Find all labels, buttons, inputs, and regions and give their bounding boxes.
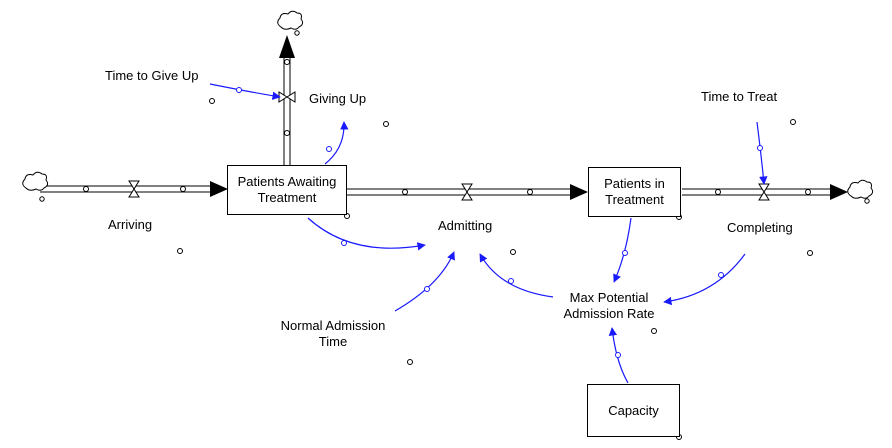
flow-label-giving-up[interactable]: Giving Up: [309, 91, 367, 106]
variable-max-potential-admission-rate[interactable]: Max Potential Admission Rate: [563, 290, 655, 321]
cloud-icon: [277, 10, 304, 36]
flow-pipe-admitting: [346, 184, 588, 200]
link-handles: [236, 87, 763, 358]
variable-time-to-treat[interactable]: Time to Treat: [701, 89, 778, 104]
variable-time-to-give-up[interactable]: Time to Give Up: [105, 68, 199, 83]
cloud-icon: [847, 179, 874, 204]
stock-patients-in-treatment[interactable]: Patients in Treatment: [588, 167, 681, 217]
link-time-to-treat-to-completing: [756, 121, 768, 185]
stock-label: Capacity: [608, 402, 659, 418]
link-max-rate-to-admitting: [479, 253, 554, 298]
link-capacity-to-max-rate: [608, 327, 629, 384]
link-patients-awaiting-to-admitting: [307, 217, 426, 251]
link-patients-awaiting-to-giving-up: [324, 121, 349, 165]
pipe-handles: [83, 59, 811, 195]
variable-normal-admission-time[interactable]: Normal Admission Time: [280, 318, 386, 349]
link-patients-in-treatment-to-max-rate: [613, 217, 632, 283]
valve-icon: [758, 183, 770, 201]
valve-icon: [461, 183, 473, 201]
flow-pipe-giving-up: [279, 35, 295, 165]
stock-label: Patients Awaiting Treatment: [237, 174, 337, 205]
flow-label-completing[interactable]: Completing: [727, 220, 793, 235]
valve-icon: [278, 91, 296, 103]
valve-icon: [128, 180, 140, 198]
stock-label: Patients in Treatment: [604, 176, 665, 207]
flow-label-admitting[interactable]: Admitting: [438, 218, 493, 233]
stock-capacity[interactable]: Capacity: [587, 384, 680, 437]
label-handles: [177, 98, 813, 440]
flow-pipe-completing: [682, 184, 848, 200]
flow-label-arriving[interactable]: Arriving: [108, 217, 153, 232]
flow-pipe-arriving: [40, 181, 228, 197]
link-time-to-give-up-to-giving-up: [209, 83, 281, 100]
stock-patients-awaiting-treatment[interactable]: Patients Awaiting Treatment: [227, 165, 347, 215]
link-normal-admission-time-to-admitting: [394, 251, 455, 312]
link-completing-to-max-rate: [663, 253, 746, 306]
cloud-icon: [22, 171, 49, 202]
